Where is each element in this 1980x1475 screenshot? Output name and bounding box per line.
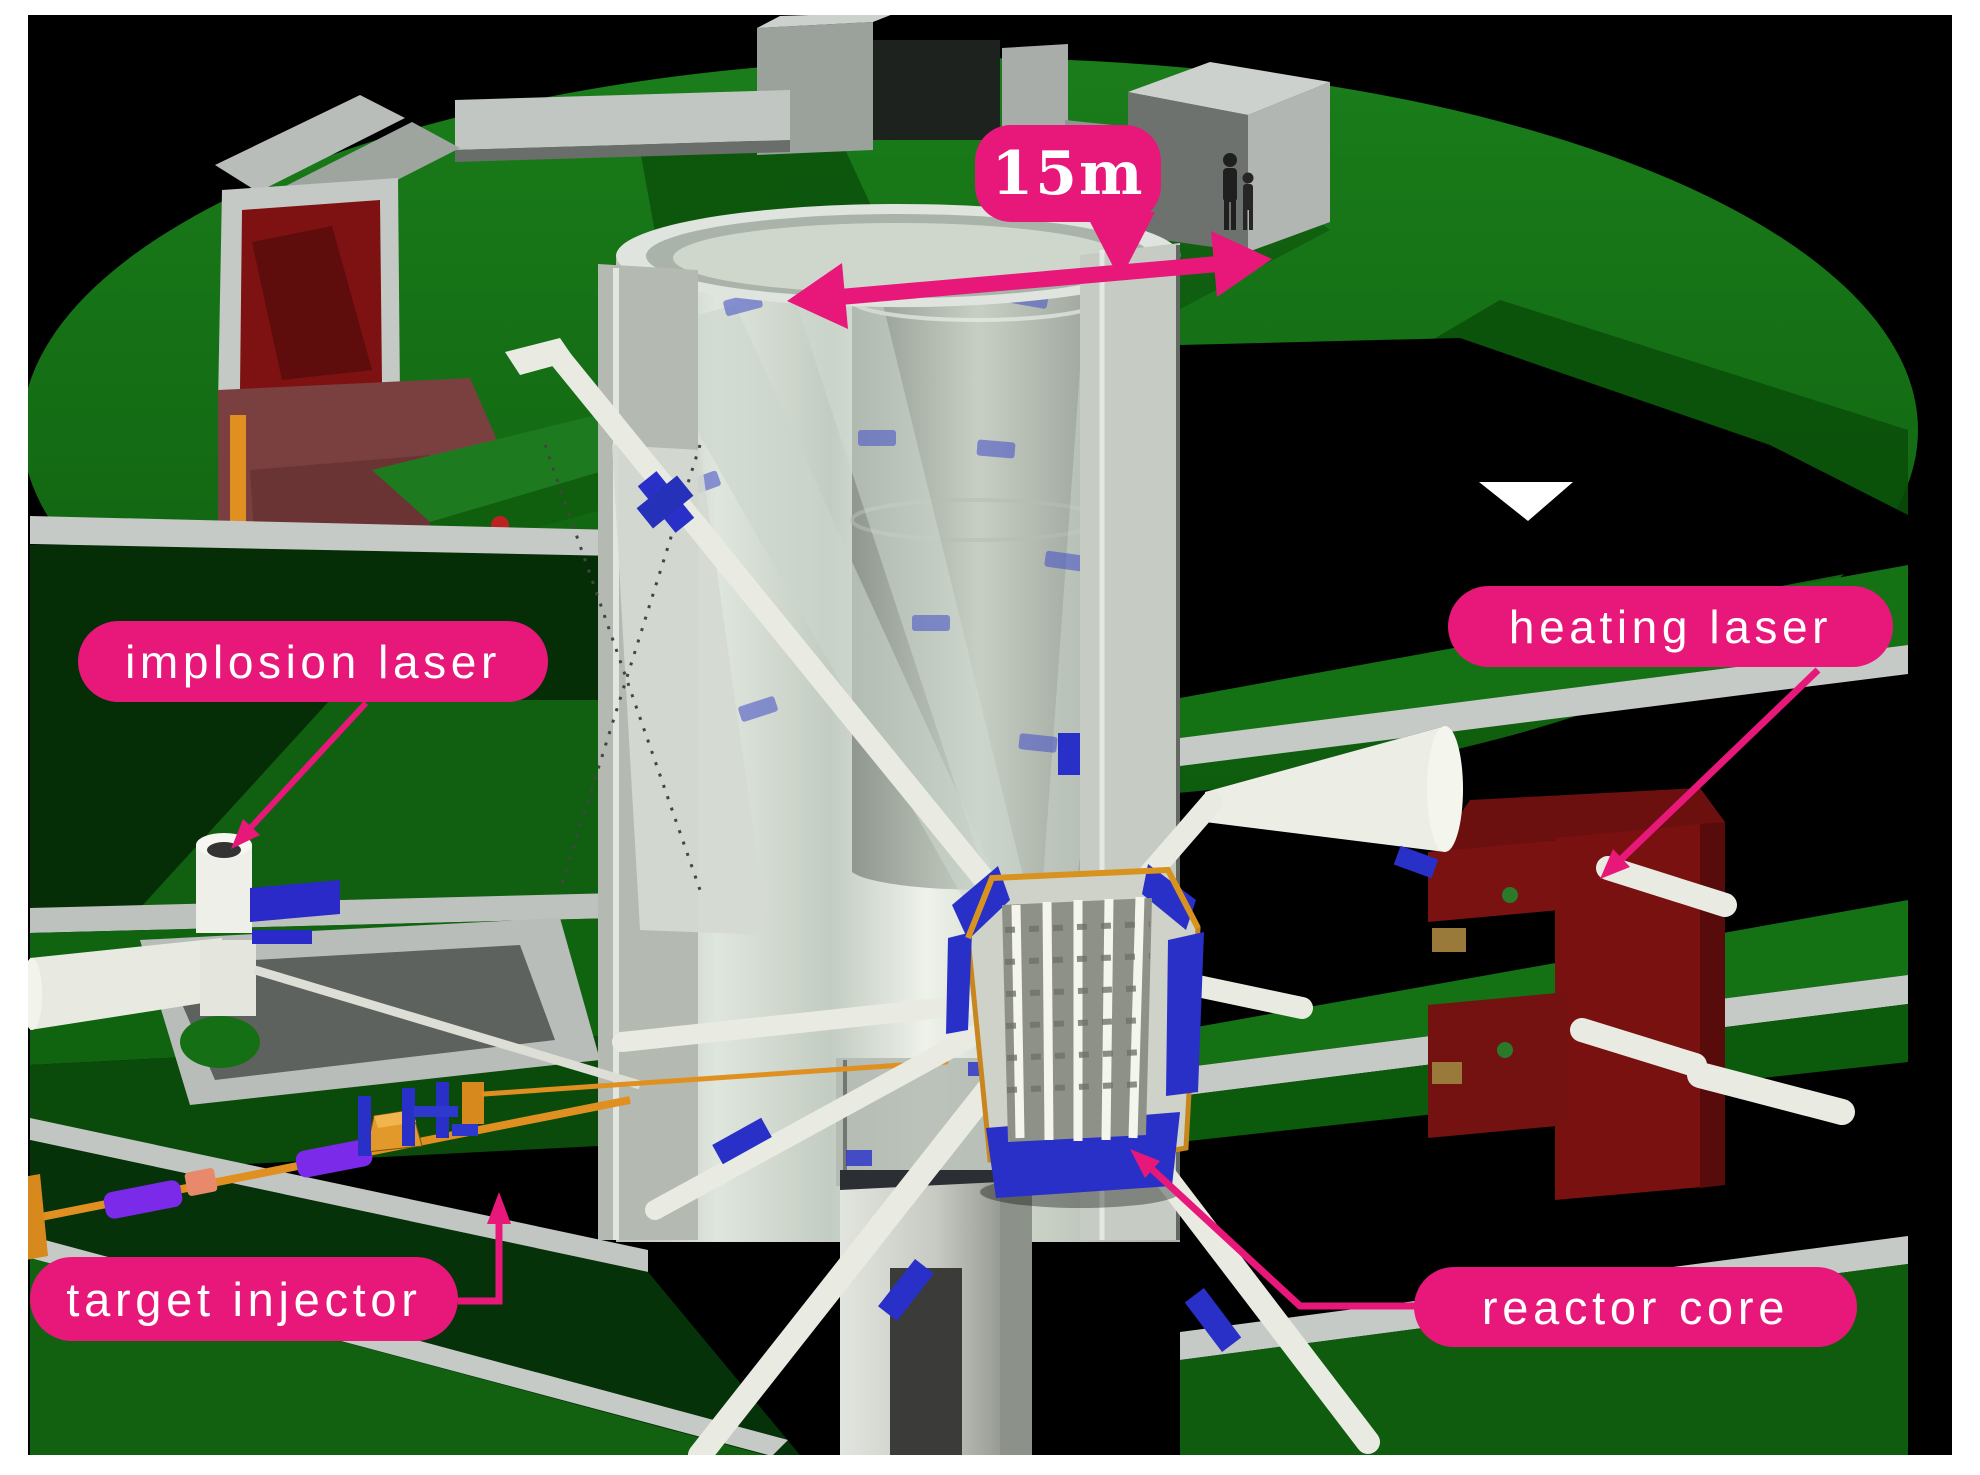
implosion-laser-arrow [231, 700, 369, 849]
reactor-core-callout: reactor core [1414, 1267, 1857, 1347]
scale-person-icon [1223, 153, 1237, 230]
heating-laser-arrow [1600, 667, 1821, 879]
scale-person-icon [1242, 172, 1254, 230]
beam-tube-clamps [636, 471, 1439, 1352]
target-injector-callout: target injector [30, 1257, 458, 1341]
dimension-double-arrow [787, 231, 1272, 329]
implosion-laser-device [28, 833, 642, 1105]
advance-triangle-icon [1479, 482, 1573, 521]
target-injector-arrow [458, 1192, 511, 1305]
reactor-core-arrow [1130, 1149, 1416, 1310]
heating-laser-housing [1205, 726, 1855, 1200]
dimension-callout: 15m [975, 125, 1161, 222]
implosion-laser-callout: implosion laser [78, 621, 548, 702]
scale-reference-box [1128, 62, 1330, 252]
reactor-shaft [543, 204, 1181, 1242]
target-injector-beamline [28, 1082, 631, 1260]
heating-laser-callout: heating laser [1448, 586, 1893, 667]
reactor-core-assembly [946, 864, 1204, 1208]
beam-chute [612, 445, 768, 935]
dimension-bubble-tail [1085, 212, 1155, 280]
callout-arrows [231, 212, 1821, 1310]
